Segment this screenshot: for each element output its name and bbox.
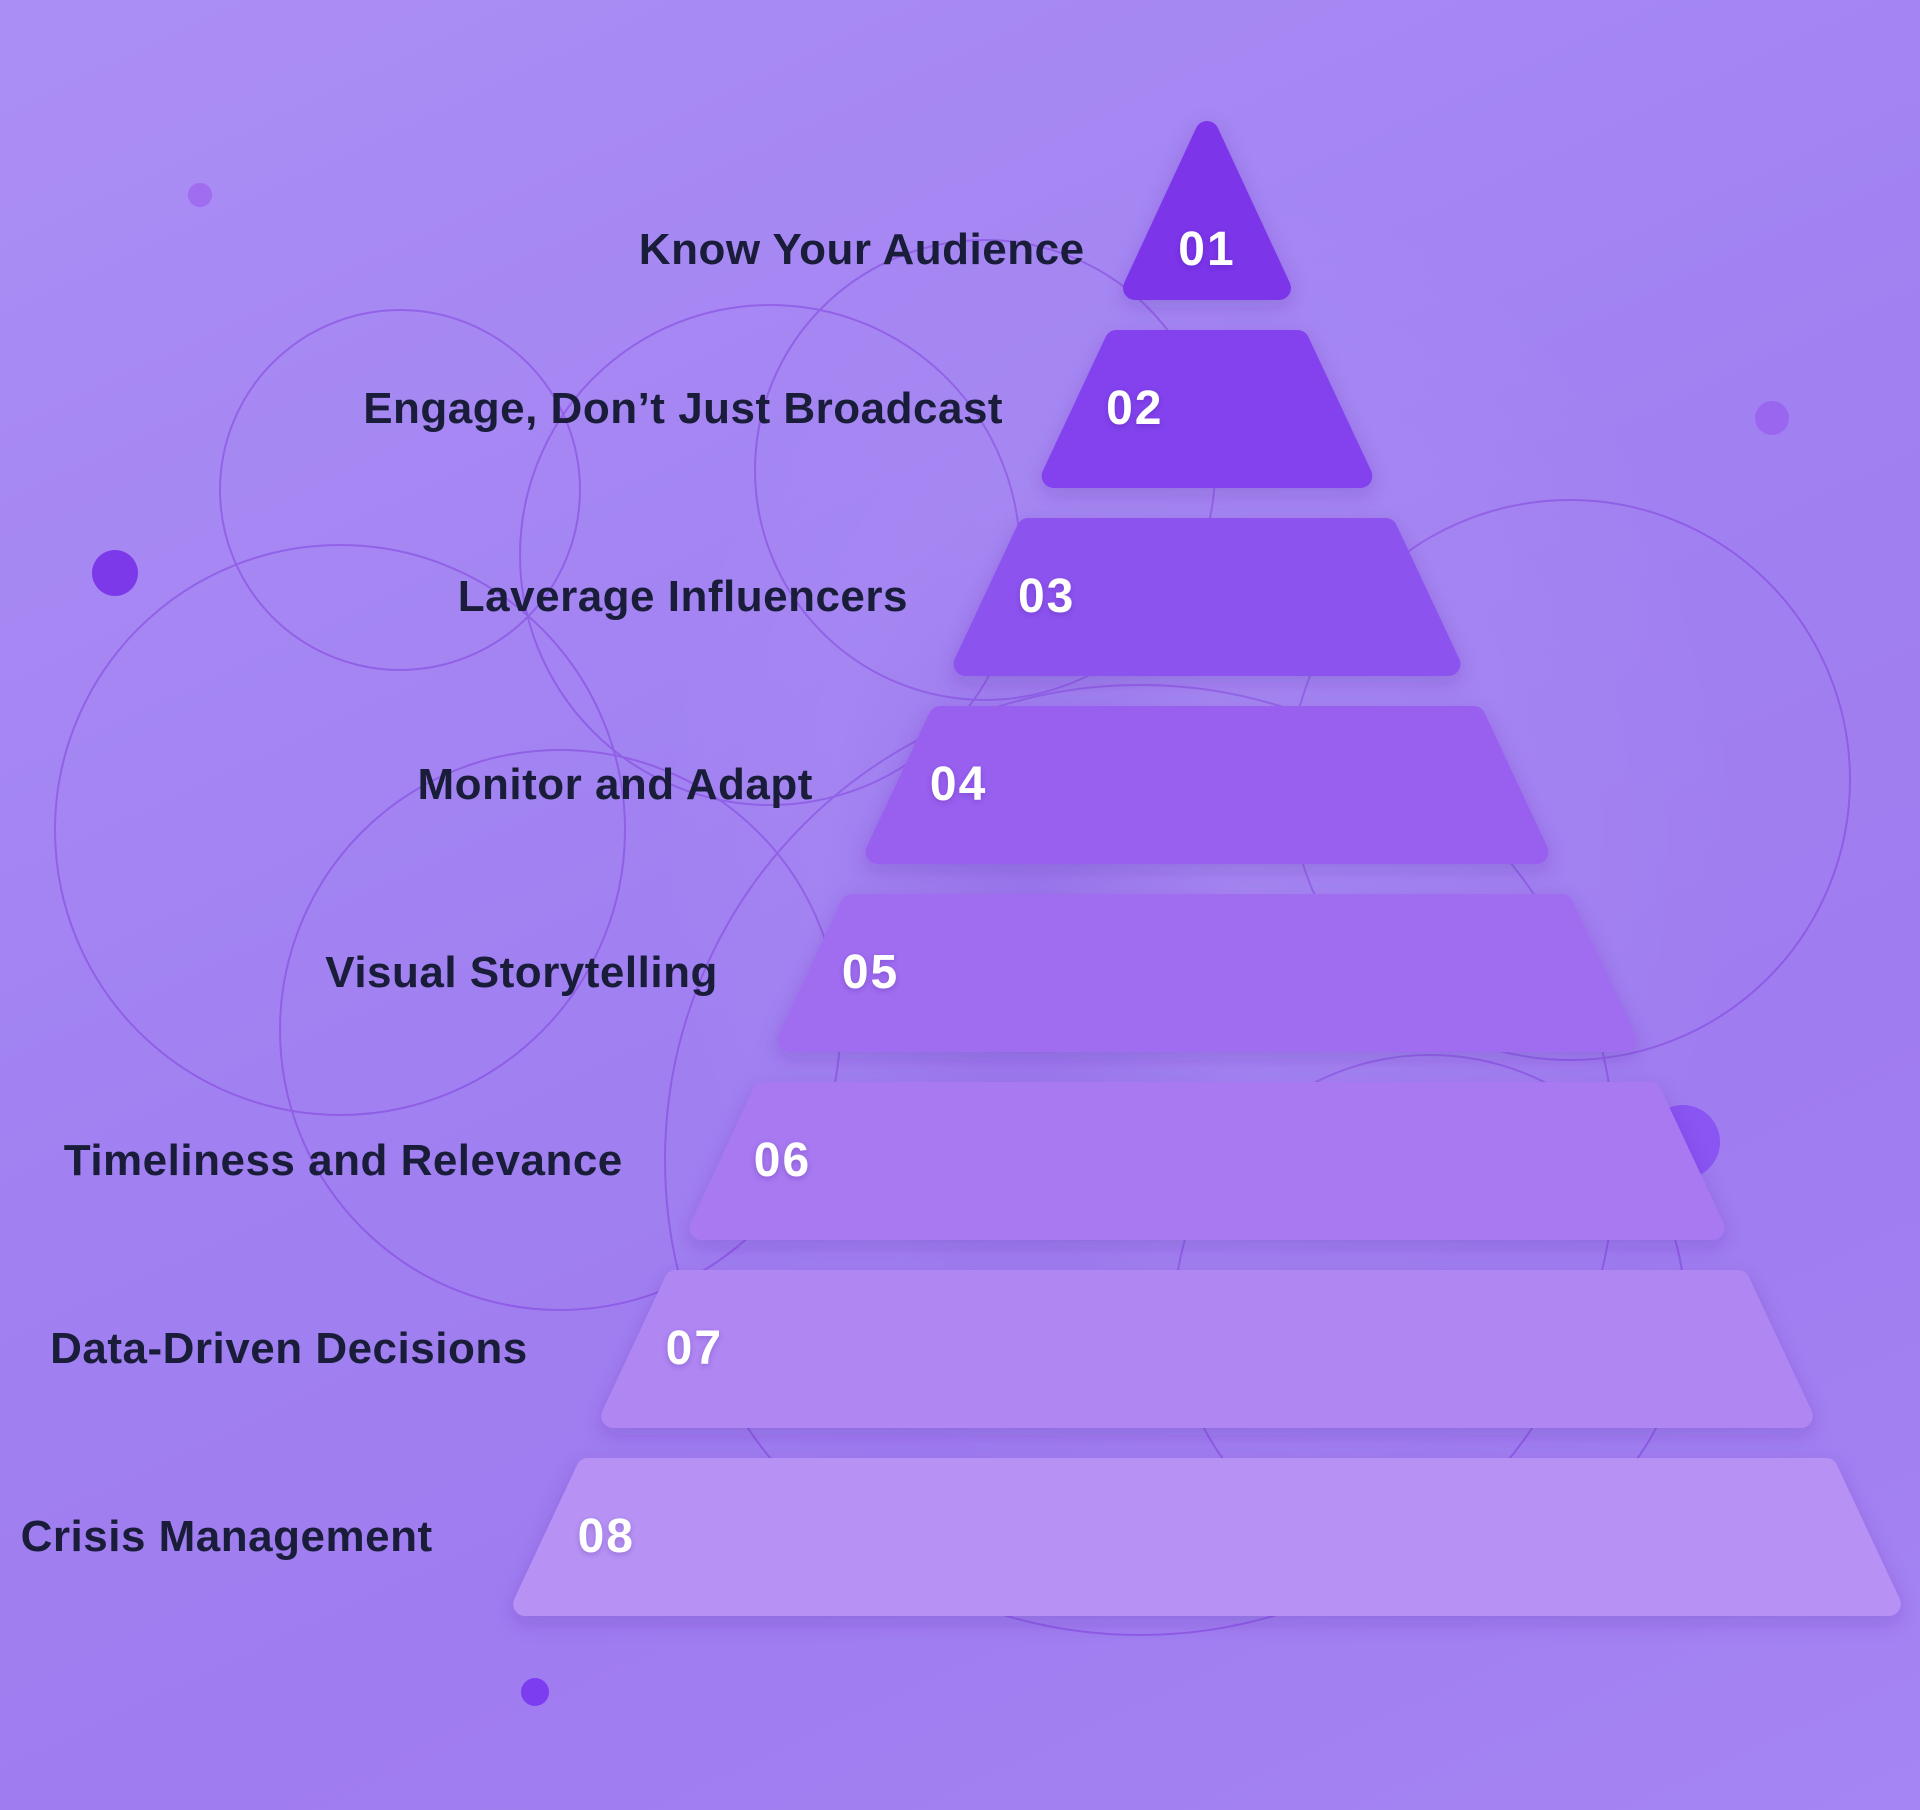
pyramid-bands: [513, 121, 1901, 1616]
decor-dot: [188, 183, 212, 207]
level-label: Crisis Management: [20, 1512, 433, 1561]
pyramid-band: [1041, 330, 1373, 488]
decor-dot: [521, 1678, 549, 1706]
level-label: Laverage Influencers: [457, 572, 908, 621]
level-number: 08: [577, 1510, 635, 1563]
decor-dot: [1755, 401, 1789, 435]
level-label: Visual Storytelling: [325, 948, 718, 997]
level-number: 04: [929, 758, 988, 811]
pyramid-band: [953, 518, 1461, 676]
level-label: Engage, Don’t Just Broadcast: [363, 384, 1004, 433]
level-label: Timeliness and Relevance: [63, 1136, 623, 1185]
pyramid-band: [689, 1082, 1725, 1240]
level-number: 07: [665, 1322, 724, 1375]
pyramid-band: [601, 1270, 1813, 1428]
decor-dot: [92, 550, 138, 596]
pyramid-band: [865, 706, 1549, 864]
decor-circle: [54, 544, 626, 1116]
level-number: 05: [841, 946, 900, 999]
pyramid-band: [513, 1458, 1901, 1616]
level-number: 06: [753, 1134, 812, 1187]
pyramid-band: [777, 894, 1637, 1052]
level-number: 03: [1017, 570, 1076, 623]
level-label: Know Your Audience: [638, 225, 1085, 274]
level-number: 01: [1178, 223, 1236, 276]
level-number: 02: [1106, 382, 1164, 435]
level-label: Data-Driven Decisions: [50, 1324, 528, 1373]
level-label: Monitor and Adapt: [417, 760, 813, 809]
decor-circle: [219, 309, 581, 671]
pyramid-band: [1123, 121, 1291, 300]
decor-dots: [92, 183, 1789, 1706]
